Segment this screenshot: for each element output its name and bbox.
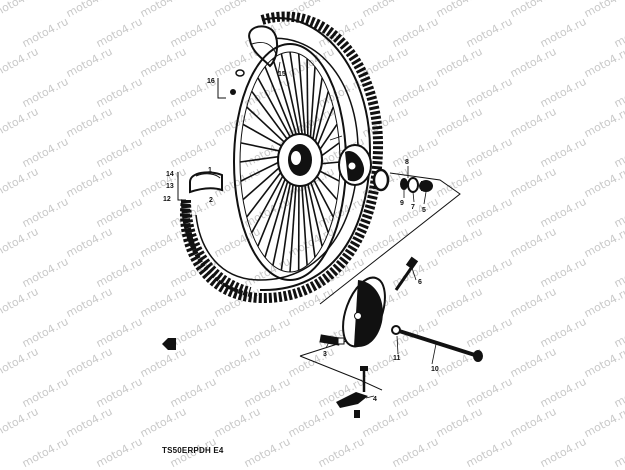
callout-3: 3 [323,351,327,358]
callout-4: 4 [373,396,377,403]
callout-14: 14 [166,171,174,178]
callout-11: 11 [393,355,401,362]
hub [278,134,322,186]
front-axle [392,326,483,362]
callout-8: 8 [405,159,409,166]
brake-cam [319,334,344,345]
callout-10: 10 [431,366,439,373]
spoke [281,176,294,270]
spoke [290,177,297,272]
brake-arm [336,366,368,418]
callout-16: 16 [207,78,215,85]
callout-6: 6 [418,279,422,286]
tube-and-rim-band [178,172,222,200]
callout-13: 13 [166,183,174,190]
callout-5: 5 [422,207,426,214]
oil-seal [374,170,388,190]
bearing-set [400,178,433,192]
direction-arrow-icon [162,338,176,350]
brake-cam-bolt [396,257,418,290]
callout-9: 9 [400,200,404,207]
spoke [307,59,308,146]
callout-7: 7 [411,204,415,211]
callout-1: 1 [208,167,212,174]
callout-15: 15 [278,71,286,78]
callout-12: 12 [163,196,171,203]
diagram-code: TS50ERPDH E4 [162,446,224,455]
valve-parts [218,70,244,98]
brake-drum [339,145,371,185]
callout-2: 2 [209,197,213,204]
